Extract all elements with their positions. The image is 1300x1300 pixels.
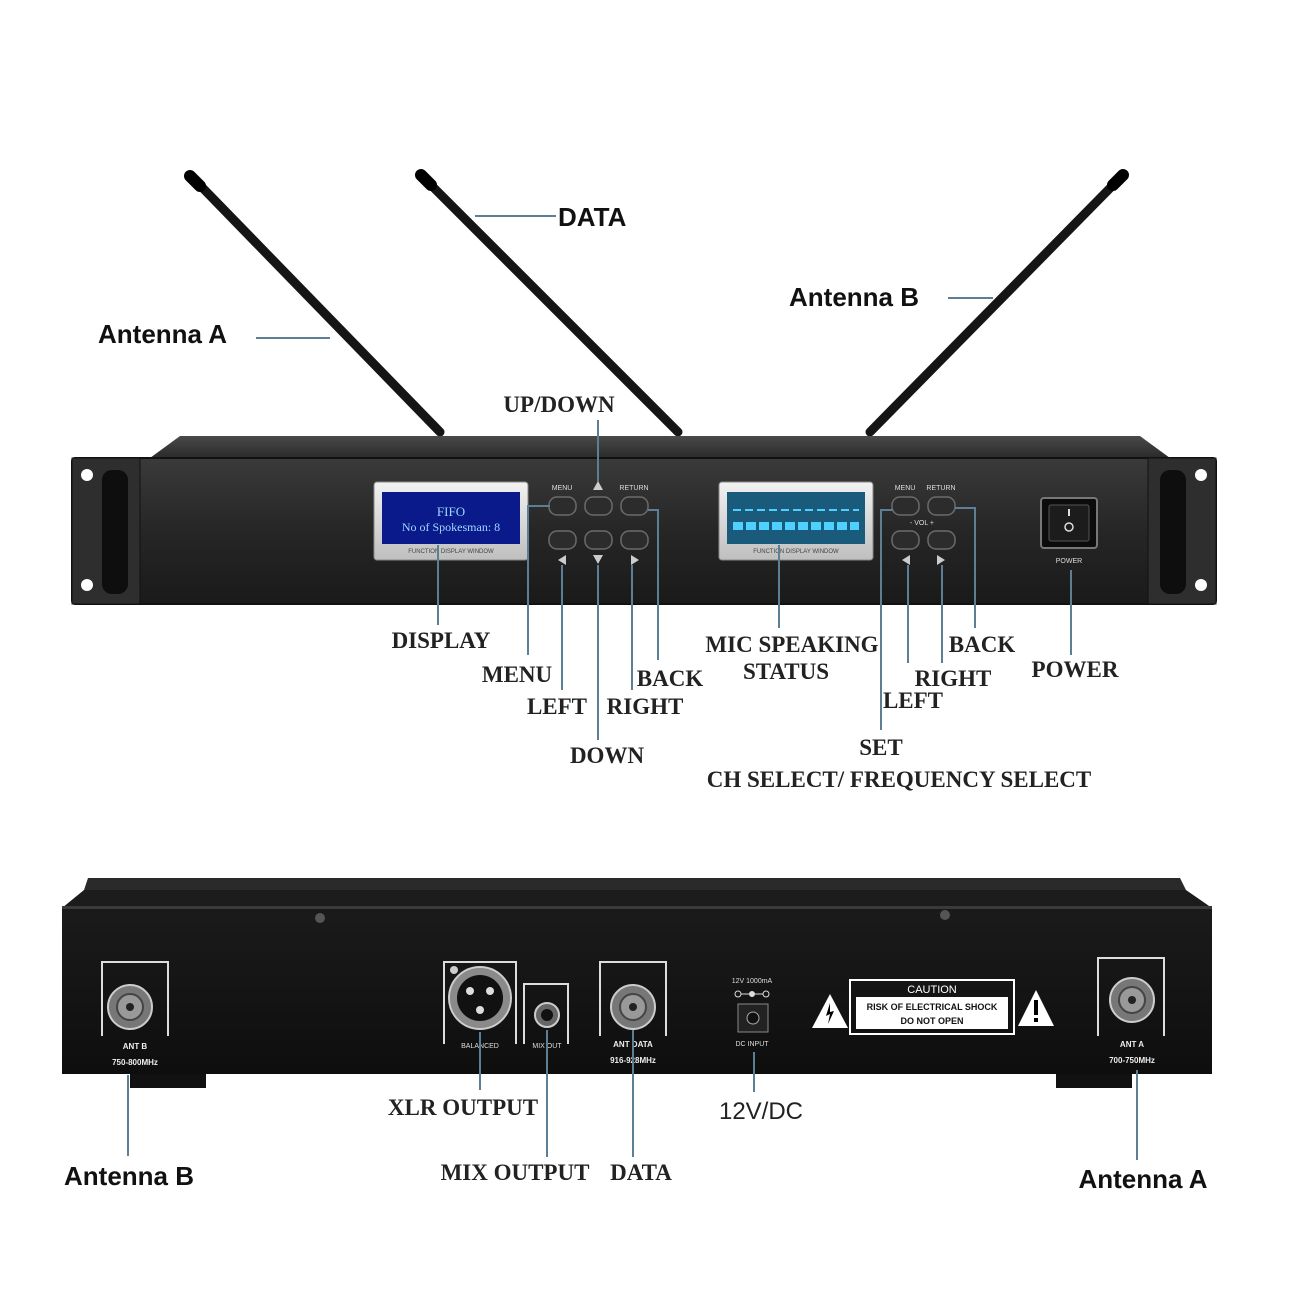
- ant-b-connector[interactable]: [101, 961, 169, 1036]
- dc-rating-label: 12V 1000mA: [732, 978, 773, 985]
- set-menu-button[interactable]: [891, 496, 920, 516]
- antenna-b-label: Antenna B: [789, 282, 919, 312]
- power-label: POWER: [1032, 657, 1119, 682]
- down-button[interactable]: [584, 530, 613, 550]
- dc-input-jack[interactable]: [737, 1003, 769, 1033]
- left-label: LEFT: [527, 694, 587, 719]
- ch-select-label: CH SELECT/ FREQUENCY SELECT: [707, 767, 1092, 792]
- mix-out-jack[interactable]: [523, 983, 569, 1044]
- left-button-cluster: MENU RETURN: [548, 481, 649, 565]
- antenna-a-front: [184, 170, 445, 437]
- return-button[interactable]: [620, 496, 649, 516]
- antenna-b-front: [865, 169, 1129, 437]
- rear-chassis-top: [84, 878, 1186, 890]
- display-window-right: FUNCTION DISPLAY WINDOW: [718, 481, 874, 561]
- front-chassis-top: [150, 436, 1170, 458]
- rear-foot-right: [1056, 1074, 1132, 1088]
- front-leader-lines: [256, 215, 1072, 740]
- warning-right-icon: [1018, 990, 1054, 1026]
- status-label: STATUS: [743, 659, 829, 684]
- front-view: FIFO No of Spokesman: 8 FUNCTION DISPLAY…: [71, 169, 1217, 792]
- right-button-cluster: MENU RETURN - VOL +: [891, 485, 956, 565]
- lcd-line-2: No of Spokesman: 8: [402, 520, 500, 534]
- panel-power-label: POWER: [1056, 558, 1082, 565]
- rack-ear-right: [1147, 457, 1217, 605]
- ant-a-panel-label: ANT A: [1120, 1040, 1144, 1049]
- panel-return-label-left: RETURN: [619, 485, 648, 492]
- right-label: RIGHT: [607, 694, 684, 719]
- ant-a-connector[interactable]: [1097, 957, 1165, 1036]
- ant-a-freq-label: 700-750MHz: [1109, 1056, 1155, 1065]
- caution-title: CAUTION: [907, 984, 957, 996]
- lcd-caption-right: FUNCTION DISPLAY WINDOW: [753, 549, 839, 555]
- rear-data-label: DATA: [610, 1160, 672, 1185]
- power-switch[interactable]: [1040, 497, 1098, 549]
- down-arrow-icon: [593, 555, 603, 564]
- down-label: DOWN: [570, 743, 645, 768]
- vol-left-button[interactable]: [891, 530, 920, 550]
- up-button[interactable]: [584, 496, 613, 516]
- menu-button[interactable]: [548, 496, 577, 516]
- antenna-data-front: [415, 169, 683, 437]
- dc-label: 12V/DC: [719, 1098, 803, 1125]
- lcd-caption-left: FUNCTION DISPLAY WINDOW: [408, 549, 494, 555]
- up-down-label: UP/DOWN: [503, 392, 615, 417]
- vol-label: - VOL +: [910, 520, 934, 527]
- rear-foot-left: [130, 1074, 206, 1088]
- back-label: BACK: [637, 666, 704, 691]
- set-label: SET: [859, 735, 902, 760]
- warning-left-icon: [812, 994, 848, 1028]
- right-button[interactable]: [620, 530, 649, 550]
- panel-return-label-right: RETURN: [926, 485, 955, 492]
- data-label: DATA: [558, 202, 627, 232]
- left-button[interactable]: [548, 530, 577, 550]
- dc-input-panel-label: DC INPUT: [735, 1041, 769, 1048]
- display-label: DISPLAY: [392, 628, 491, 653]
- left-arrow-icon: [558, 555, 566, 565]
- display-window-left: FIFO No of Spokesman: 8 FUNCTION DISPLAY…: [373, 481, 529, 561]
- xlr-connector[interactable]: [443, 961, 517, 1044]
- left-label-right: LEFT: [883, 688, 943, 713]
- panel-menu-label-left: MENU: [552, 485, 573, 492]
- rack-ear-left: [71, 457, 141, 605]
- rear-antenna-b-label: Antenna B: [64, 1161, 194, 1191]
- ant-data-connector[interactable]: [599, 961, 667, 1036]
- mic-speaking-label: MIC SPEAKING: [705, 632, 878, 657]
- rear-antenna-a-label: Antenna A: [1078, 1164, 1207, 1194]
- mix-output-label: MIX OUTPUT: [441, 1160, 590, 1185]
- menu-label: MENU: [482, 662, 553, 687]
- xlr-output-label: XLR OUTPUT: [388, 1095, 538, 1120]
- vol-right-button[interactable]: [927, 530, 956, 550]
- lcd-line-1: FIFO: [437, 504, 465, 519]
- ant-b-panel-label: ANT B: [123, 1042, 148, 1051]
- antenna-a-label: Antenna A: [98, 319, 227, 349]
- caution-line-2: DO NOT OPEN: [900, 1016, 963, 1026]
- back-return-button[interactable]: [927, 496, 956, 516]
- vol-right-arrow-icon: [937, 555, 945, 565]
- rear-leader-lines: [127, 1030, 1138, 1160]
- vol-left-arrow-icon: [902, 555, 910, 565]
- caution-line-1: RISK OF ELECTRICAL SHOCK: [867, 1002, 998, 1012]
- up-arrow-icon: [593, 481, 603, 490]
- dc-polarity-icon: [734, 990, 770, 998]
- back-label-right: BACK: [949, 632, 1016, 657]
- panel-menu-label-right: MENU: [895, 485, 916, 492]
- ant-b-freq-label: 750-800MHz: [112, 1058, 158, 1067]
- rear-view: ANT B 750-800MHz BALANCED MIX OUT ANT: [62, 878, 1212, 1194]
- right-arrow-icon: [631, 555, 639, 565]
- right-label-right: RIGHT: [915, 666, 992, 691]
- caution-box: [849, 979, 1015, 1035]
